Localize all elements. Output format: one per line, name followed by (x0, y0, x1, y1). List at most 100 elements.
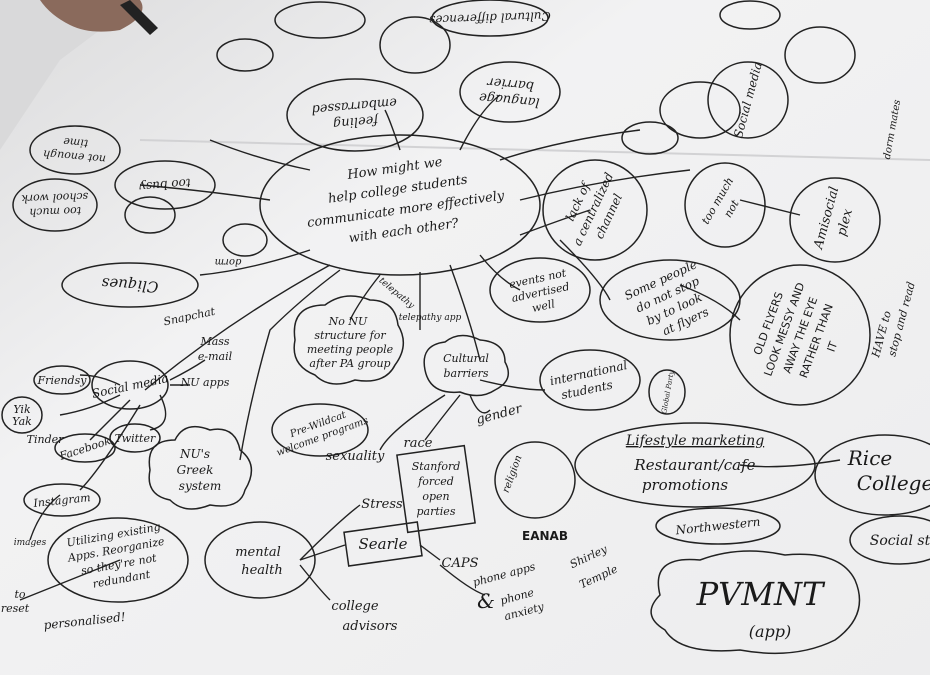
pvmnt-cloud (650, 550, 861, 655)
pvmnt-label-1: PVMNT (696, 575, 826, 613)
cultural-differences-label: Cultural differences (429, 9, 551, 27)
race-label: race (404, 436, 433, 451)
feeling-label-2: embarrassed (311, 94, 398, 116)
nu-greek-cloud (148, 425, 253, 510)
too-busy-bubble (114, 160, 216, 210)
small-bubble-1 (216, 38, 274, 72)
searle-label: Searle (359, 535, 408, 553)
not-enough-label-1: not enough (42, 147, 106, 165)
images-label: images (14, 538, 47, 548)
searle-box (343, 521, 423, 567)
cliques-label: Cliques (101, 274, 159, 296)
mental-health-label-2: health (241, 563, 283, 578)
small-bubble-8 (379, 16, 451, 74)
pen-shape (120, 0, 158, 35)
caps-label: CAPS (442, 556, 479, 571)
nu-greek-label-2: Greek (177, 463, 214, 477)
no-nu-label-4: after PA group (309, 357, 390, 370)
to-reset-label-2: reset (1, 602, 30, 615)
stanford-label-4: parties (417, 505, 456, 518)
social-st-label: Social st (870, 533, 930, 549)
eanab-label: EANAB (522, 529, 568, 543)
not-enough-label-2: time (62, 135, 88, 150)
small-bubble-2 (124, 196, 176, 234)
nu-greek-label-1: NU's (179, 447, 210, 461)
mental-health-label-1: mental (235, 545, 281, 560)
friendsy-label: Friendsy (37, 374, 88, 387)
no-nu-label-3: meeting people (307, 343, 394, 356)
too-busy-label: too busy (139, 176, 192, 194)
lack-centralized-bubble (542, 159, 648, 261)
lifestyle-marketing-bubble (574, 422, 816, 508)
too-much-bubble (684, 162, 766, 248)
college-advisors-label-2: advisors (343, 619, 398, 634)
stress-label: Stress (361, 497, 403, 512)
instagram-label: Instagram (32, 491, 91, 510)
utilizing-apps-bubble (47, 517, 189, 603)
cliques-bubble (61, 262, 199, 308)
pre-wildcat-bubble (271, 403, 369, 457)
stanford-label-2: forced (417, 475, 454, 488)
telepathy-app-label: telepathy app (399, 313, 462, 323)
college-advisors-label-1: college (331, 599, 378, 614)
religion-bubble (494, 441, 576, 519)
old-flyers-bubble (729, 264, 871, 406)
small-bubble-6 (784, 26, 856, 84)
feeling-label-1: feeling (332, 112, 379, 131)
language-barrier-bubble (459, 61, 561, 123)
cultural-barriers-cloud (423, 334, 510, 397)
cultural-barriers-label-2: barriers (443, 367, 488, 380)
small-bubble-7 (719, 0, 781, 30)
mass-email-label-2: e-mail (198, 350, 233, 363)
tinder-label: Tinder (27, 433, 64, 446)
central-question-bubble (259, 134, 541, 276)
cultural-differences-bubble (431, 0, 549, 37)
twitter-label: Twitter (115, 432, 156, 445)
twitter-bubble (109, 423, 161, 453)
rice-college-bubble (814, 434, 930, 516)
stanford-box (396, 444, 476, 534)
small-bubble-5 (621, 121, 679, 155)
restaurant-label-2: promotions (642, 476, 729, 494)
dorm-label: dorm (215, 256, 242, 267)
not-enough-time-bubble (29, 125, 121, 175)
rice-college-label-2: College (857, 471, 930, 495)
international-students-bubble (539, 349, 641, 411)
too-much-school-label-2: school work (21, 190, 89, 205)
lifestyle-marketing-label: Lifestyle marketing (625, 433, 764, 449)
too-much-school-bubble (12, 178, 98, 232)
sexuality-label: sexuality (326, 449, 385, 464)
social-media-bubble (91, 360, 169, 410)
amisocial-label-2: plex (834, 207, 856, 238)
no-nu-structure-cloud (293, 295, 404, 385)
friendsy-bubble (33, 365, 91, 395)
events-label-3: well (531, 297, 557, 315)
rice-college-label-1: Rice (847, 446, 893, 470)
stanford-label-1: Stanford (412, 460, 461, 473)
to-reset-label-1: to (14, 588, 25, 601)
language-label-2: barrier (486, 74, 534, 93)
nu-greek-label-3: system (179, 479, 221, 493)
global-party-bubble (648, 369, 686, 415)
connector-lines (19, 94, 841, 601)
and-symbol: & (477, 589, 495, 613)
stanford-label-3: open (422, 490, 449, 503)
language-label-1: language (478, 89, 540, 109)
northwestern-bubble (655, 507, 781, 545)
pvmnt-label-2: (app) (749, 622, 792, 641)
yik-yak-bubble (1, 396, 43, 434)
feeling-embarrassed-bubble (286, 78, 424, 152)
social-st-bubble (849, 515, 930, 565)
too-much-school-label-1: too much (29, 204, 81, 219)
small-bubble-9 (274, 1, 366, 39)
yik-yak-label-1: Yik (13, 403, 31, 416)
small-bubble-4 (659, 81, 741, 139)
old-flyers-label-5: IT (825, 340, 841, 354)
small-bubble-3 (222, 223, 268, 257)
cultural-barriers-label-1: Cultural (443, 352, 489, 365)
instagram-bubble (23, 483, 101, 517)
events-not-advertised-bubble (489, 257, 591, 323)
no-nu-label-1: No NU (328, 315, 368, 328)
social-media-right-bubble (707, 61, 789, 139)
